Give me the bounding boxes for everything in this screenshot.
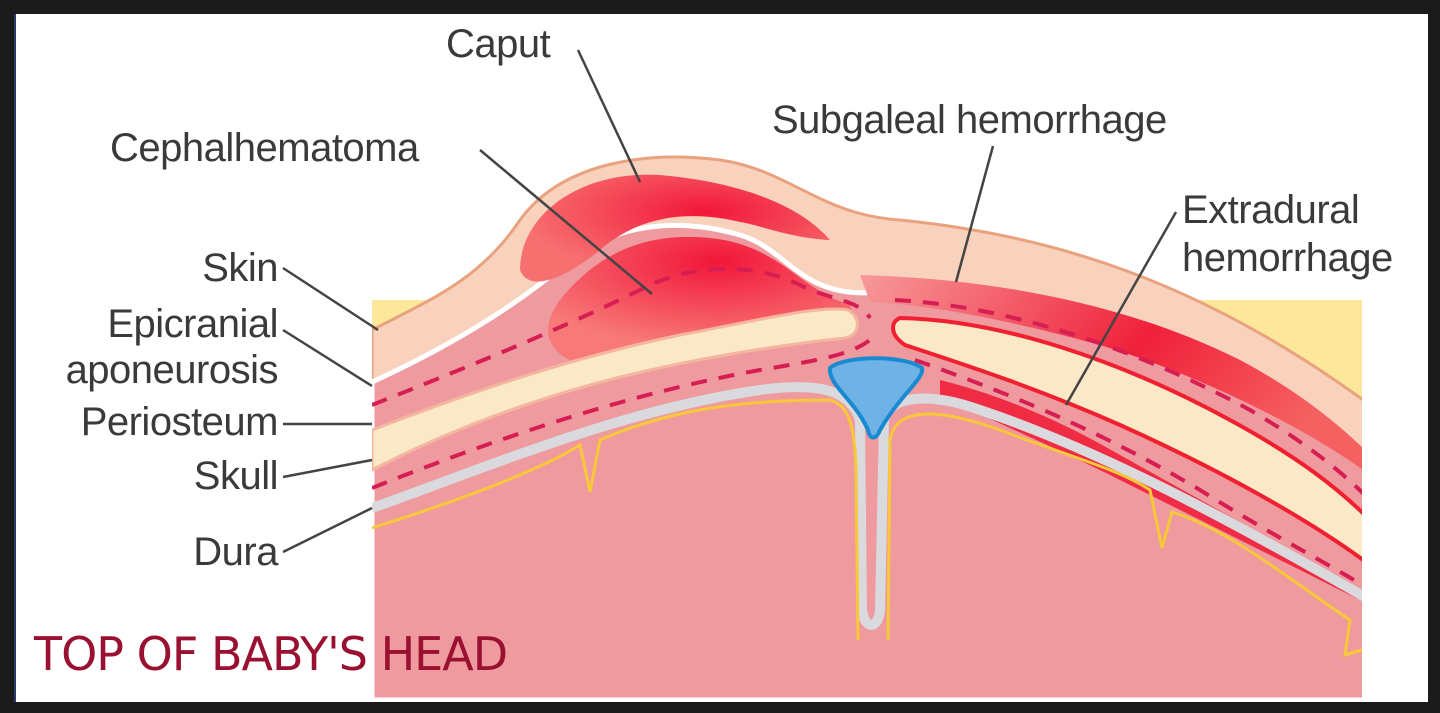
periosteum-inner-line-right xyxy=(914,358,1362,588)
label-skull: Skull xyxy=(193,454,279,498)
leader-skin xyxy=(282,266,379,332)
label-subgaleal-hemorrhage: Subgaleal hemorrhage xyxy=(772,98,1167,142)
fontanelle-sinus xyxy=(827,356,925,440)
leader-dura xyxy=(282,506,373,554)
leader-lines xyxy=(282,49,1178,554)
periosteum-outer-line xyxy=(372,266,872,407)
leader-epicranial xyxy=(282,328,373,388)
skull-bone-left xyxy=(372,307,859,472)
leader-skull xyxy=(282,458,373,479)
label-skin: Skin xyxy=(202,246,278,290)
label-extradural-line1: Extradural xyxy=(1182,188,1360,232)
leader-caput xyxy=(576,49,642,183)
label-caput: Caput xyxy=(446,22,551,66)
periosteum-inner-line xyxy=(372,338,872,490)
label-cephalhematoma: Cephalhematoma xyxy=(110,126,419,170)
label-periosteum: Periosteum xyxy=(80,400,279,444)
label-extradural-line2: hemorrhage xyxy=(1182,236,1393,280)
subgaleal-hemorrhage-region xyxy=(860,275,1362,470)
brain-surface-right xyxy=(886,412,1362,658)
leader-cephalhematoma xyxy=(479,149,653,295)
periosteum-outer-line-right xyxy=(894,298,1362,495)
skull-bone-right xyxy=(891,315,1362,562)
label-epicranial-line1: Epicranial xyxy=(107,302,278,346)
diagram-caption: TOP OF BABY'S HEAD xyxy=(34,627,508,681)
caput-swelling xyxy=(520,174,830,282)
leader-extradural xyxy=(1064,211,1178,406)
label-epicranial-line2: aponeurosis xyxy=(65,348,279,392)
dura-layer xyxy=(372,382,1362,630)
brain-surface-left xyxy=(372,398,860,641)
leader-subgaleal xyxy=(954,145,995,283)
label-dura: Dura xyxy=(193,530,278,574)
